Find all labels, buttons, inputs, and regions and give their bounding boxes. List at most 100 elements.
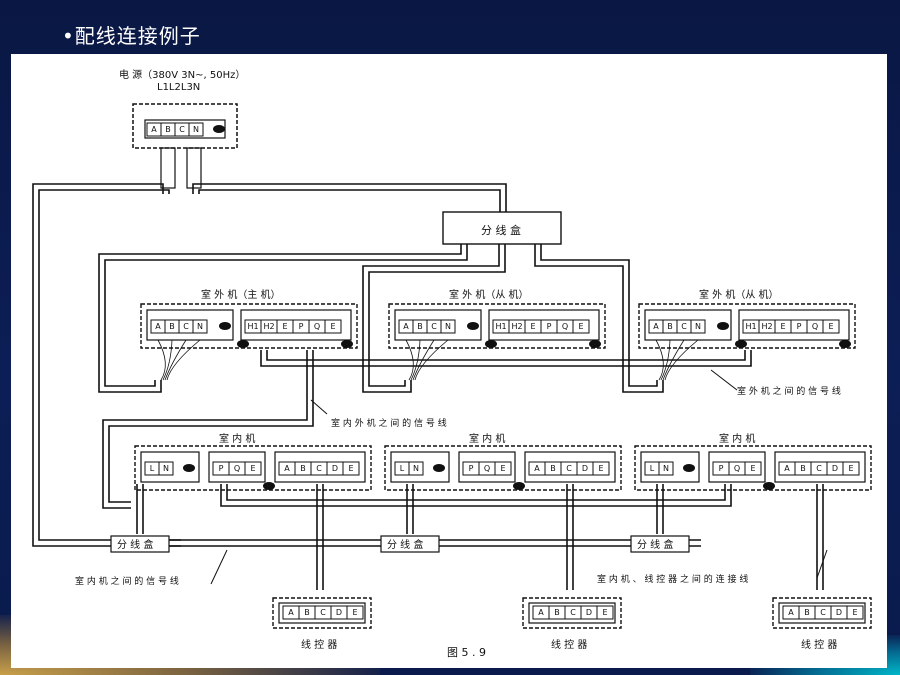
terminal-cell	[592, 461, 610, 476]
terminal-label: B	[165, 125, 171, 134]
controller-title: 线 控 器	[801, 638, 837, 651]
indoor-unit-title: 室 内 机	[219, 432, 255, 445]
terminal-label: A	[284, 464, 290, 473]
phase-label: L1L2L3N	[157, 82, 200, 93]
terminal-label: D	[582, 464, 588, 473]
junction-box-3-label: 分 线 盒	[637, 538, 673, 551]
terminal-label: Q	[812, 322, 818, 331]
junction-box-1: 分 线 盒	[110, 535, 170, 553]
terminal-label: P	[469, 464, 474, 473]
power-supply: 电 源（380V 3N~, 50Hz） L1L2L3N	[119, 68, 245, 189]
terminal-label: E	[330, 322, 335, 331]
terminal-label: Q	[484, 464, 490, 473]
terminal-label: Q	[734, 464, 740, 473]
terminal-label: C	[566, 464, 572, 473]
terminal-label: E	[750, 464, 755, 473]
terminal-cell	[188, 122, 204, 137]
terminal-label: N	[413, 464, 419, 473]
terminal-label: E	[598, 464, 603, 473]
junction-box-2-label: 分 线 盒	[387, 538, 423, 551]
terminal-label: A	[288, 608, 294, 617]
terminal-label: E	[250, 464, 255, 473]
terminal-label: E	[848, 464, 853, 473]
terminal-label: P	[797, 322, 802, 331]
annotation-indoor-signal: 室 内 机 之 间 的 信 号 线	[75, 575, 179, 587]
terminal-label: B	[804, 608, 810, 617]
controller-title: 线 控 器	[301, 638, 337, 651]
terminal-label: C	[179, 125, 185, 134]
terminal-label: D	[586, 608, 592, 617]
indoor-unit-title: 室 内 机	[719, 432, 755, 445]
ground-icon	[263, 482, 275, 490]
terminal-label: A	[788, 608, 794, 617]
terminal-label: A	[538, 608, 544, 617]
ground-icon	[467, 322, 479, 330]
figure-caption: 图 5 . 9	[447, 646, 486, 659]
terminal-label: E	[578, 322, 583, 331]
terminal-cell	[572, 319, 590, 334]
terminal-cell	[596, 605, 614, 620]
terminal-label: C	[183, 322, 189, 331]
ground-icon	[683, 464, 695, 472]
terminal-label: A	[534, 464, 540, 473]
terminal-label: D	[832, 464, 838, 473]
ground-icon	[341, 340, 353, 348]
ground-icon	[763, 482, 775, 490]
annotation-indoor-outdoor-signal: 室 内 外 机 之 间 的 信 号 线	[331, 417, 447, 429]
terminal-label: Q	[234, 464, 240, 473]
terminal-label: N	[445, 322, 451, 331]
terminal-label: N	[695, 322, 701, 331]
terminal-cell	[346, 605, 364, 620]
terminal-cell	[440, 319, 456, 334]
terminal-label: H2	[761, 322, 772, 331]
terminal-cell	[192, 319, 208, 334]
terminal-label: H1	[247, 322, 258, 331]
ground-icon	[219, 322, 231, 330]
terminal-label: N	[663, 464, 669, 473]
terminal-label: D	[332, 464, 338, 473]
terminal-label: H2	[511, 322, 522, 331]
ground-icon	[839, 340, 851, 348]
junction-box-3: 分 线 盒	[630, 535, 690, 553]
terminal-label: C	[816, 464, 822, 473]
terminal-label: B	[169, 322, 175, 331]
terminal-label: C	[316, 464, 322, 473]
ground-icon	[433, 464, 445, 472]
terminal-label: E	[602, 608, 607, 617]
ground-icon	[183, 464, 195, 472]
terminal-label: B	[300, 464, 306, 473]
terminal-label: E	[352, 608, 357, 617]
terminal-label: Q	[562, 322, 568, 331]
terminal-cell	[846, 605, 864, 620]
terminal-label: A	[151, 125, 157, 134]
terminal-label: L	[400, 464, 405, 473]
junction-box-2: 分 线 盒	[380, 535, 440, 553]
terminal-label: N	[197, 322, 203, 331]
junction-box-label: 分 线 盒	[481, 223, 521, 237]
terminal-label: A	[653, 322, 659, 331]
